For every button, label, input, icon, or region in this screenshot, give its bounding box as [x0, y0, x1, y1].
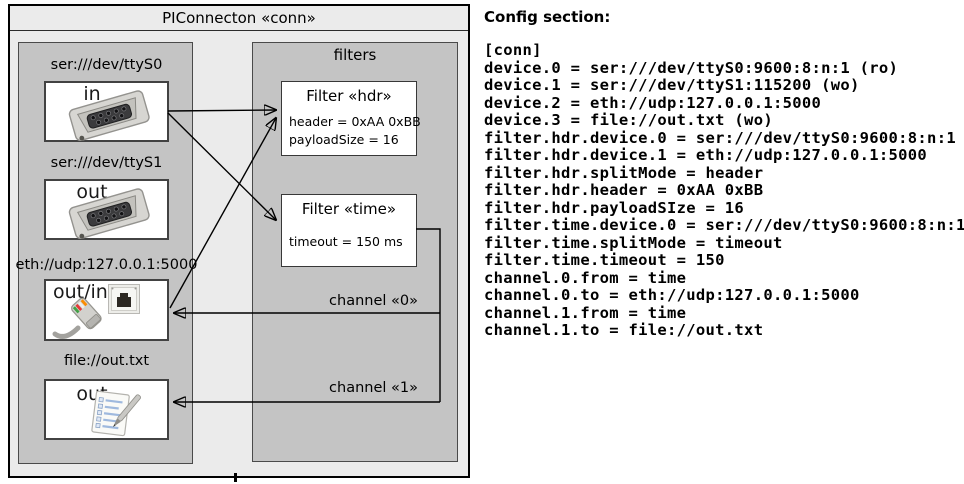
config-heading: Config section:	[484, 8, 611, 26]
device-box-ttys0: in	[44, 81, 169, 142]
config-line: filter.hdr.device.1 = eth://udp:127.0.0.…	[484, 146, 928, 164]
filter-box-hdr: Filter «hdr» header = 0xAA 0xBB payloadS…	[281, 81, 421, 156]
device-box-eth: out/in	[44, 279, 169, 341]
config-line: device.1 = ser:///dev/ttyS1:115200 (wo)	[484, 76, 860, 94]
filter-box-time: Filter «time» timeout = 150 ms	[281, 194, 417, 267]
filter-attribute: payloadSize = 16	[289, 132, 399, 147]
filters-panel: filters Filter «hdr» header = 0xAA 0xBB …	[252, 42, 458, 462]
devices-panel: ser:///dev/ttyS0 in ser:///dev/ttyS1 out	[16, 42, 197, 464]
config-line: [conn]	[484, 41, 542, 59]
channel-1-label: channel «1»	[329, 380, 418, 396]
config-line: filter.time.splitMode = timeout	[484, 233, 783, 252]
device-direction-label: out/in	[53, 281, 108, 303]
device-box-file: out	[44, 379, 169, 440]
filter-attribute: timeout = 150 ms	[289, 234, 403, 249]
config-line: filter.hdr.header = 0xAA 0xBB	[484, 181, 764, 199]
config-line: filter.hdr.device.0 = ser:///dev/ttyS0:9…	[484, 128, 956, 147]
device-url-label-ttys0: ser:///dev/ttyS0	[50, 57, 163, 73]
device-url-label-eth: eth://udp:127.0.0.1:5000	[15, 257, 198, 273]
device-box-ttys1: out	[44, 179, 169, 240]
connector-title: PIConnecton «conn»	[10, 6, 468, 31]
device-url-label-file: file://out.txt	[63, 353, 150, 369]
filter-attribute: header = 0xAA 0xBB	[289, 114, 421, 129]
config-line: device.3 = file://out.txt (wo)	[484, 111, 773, 129]
config-section: Config section: [conn] device.0 = ser://…	[484, 8, 964, 340]
channel-0-label: channel «0»	[329, 293, 418, 309]
notepad-icon	[91, 390, 141, 437]
device-direction-label: out	[76, 181, 108, 203]
config-line: device.0 = ser:///dev/ttyS0:9600:8:n:1 (…	[484, 58, 899, 77]
config-line: filter.time.device.0 = ser:///dev/ttyS0:…	[484, 216, 964, 234]
config-lines: [conn] device.0 = ser:///dev/ttyS0:9600:…	[484, 41, 964, 340]
filter-title: Filter «hdr»	[306, 87, 392, 105]
config-line: device.2 = eth://udp:127.0.0.1:5000	[484, 93, 822, 112]
config-line: filter.time.timeout = 150	[484, 251, 725, 269]
anchor-tick	[234, 473, 237, 482]
filters-panel-title: filters	[333, 46, 377, 64]
device-url-label-ttys1: ser:///dev/ttyS1	[50, 155, 163, 171]
config-line: filter.hdr.splitMode = header	[484, 163, 764, 182]
serial-port-icon	[68, 188, 150, 239]
device-direction-label: in	[83, 83, 101, 105]
ethernet-port-icon	[108, 284, 140, 314]
serial-port-icon	[68, 90, 150, 141]
filter-title: Filter «time»	[301, 200, 397, 218]
ethernet-cable-icon	[52, 297, 102, 339]
config-line: channel.0.to = eth://udp:127.0.0.1:5000	[484, 286, 860, 304]
config-line: channel.1.to = file://out.txt	[484, 321, 764, 339]
config-line: filter.hdr.payloadSIze = 16	[484, 198, 745, 217]
config-line: channel.0.from = time	[484, 268, 687, 287]
config-line: channel.1.from = time	[484, 303, 687, 322]
